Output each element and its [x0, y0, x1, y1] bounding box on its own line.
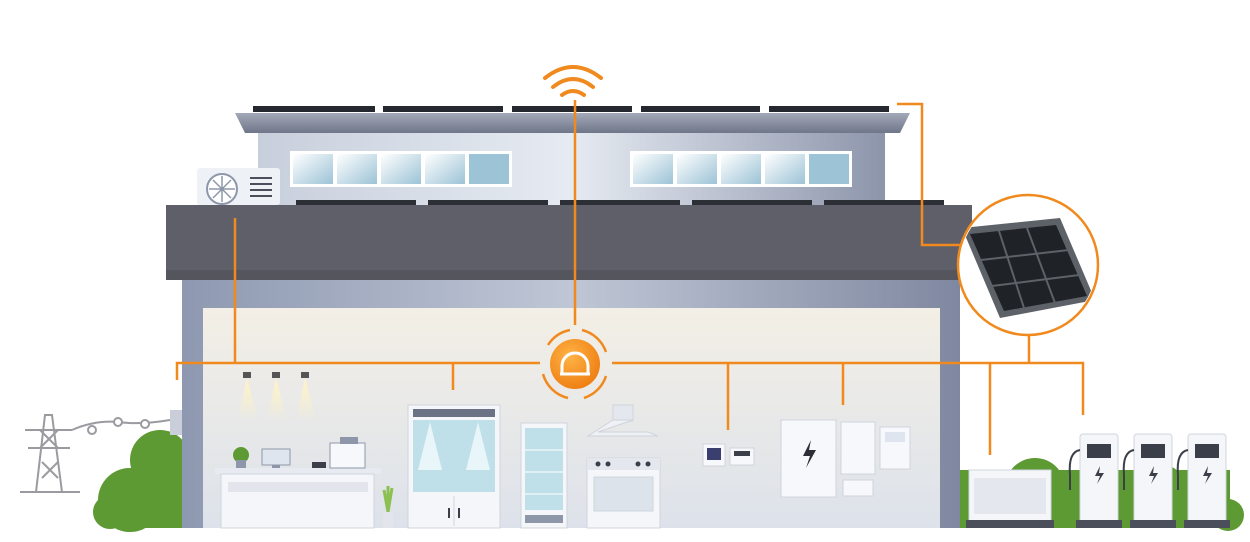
- ev-charger-icon: [1068, 433, 1230, 528]
- energy-hub-icon: [541, 328, 608, 400]
- plant: [382, 486, 394, 528]
- range-hood: [586, 404, 659, 437]
- oven: [586, 457, 661, 529]
- generator: [966, 469, 1054, 528]
- grid-connection-box: [170, 410, 182, 435]
- left-bushes: [93, 430, 190, 532]
- power-line-nodes: [87, 417, 150, 435]
- wifi-icon: [543, 65, 603, 97]
- reception-counter: [215, 437, 381, 529]
- smart-thermostat: [702, 443, 755, 467]
- ceiling-lights: [238, 372, 316, 420]
- lightning-icon: [803, 440, 816, 468]
- battery-storage: [780, 419, 911, 498]
- upper-roof: [235, 113, 910, 133]
- roof-solar-panels: [253, 106, 889, 112]
- energy-connection-lines: [175, 100, 1085, 455]
- middle-roof-band: [166, 205, 972, 280]
- upper-window-left: [290, 151, 512, 187]
- solar-panel-icon: [956, 193, 1100, 337]
- air-conditioner-unit: [197, 168, 280, 205]
- band-panels: [296, 200, 944, 205]
- upper-window-right: [630, 151, 852, 187]
- drinks-fridge: [520, 422, 568, 529]
- display-fridge: [407, 404, 501, 529]
